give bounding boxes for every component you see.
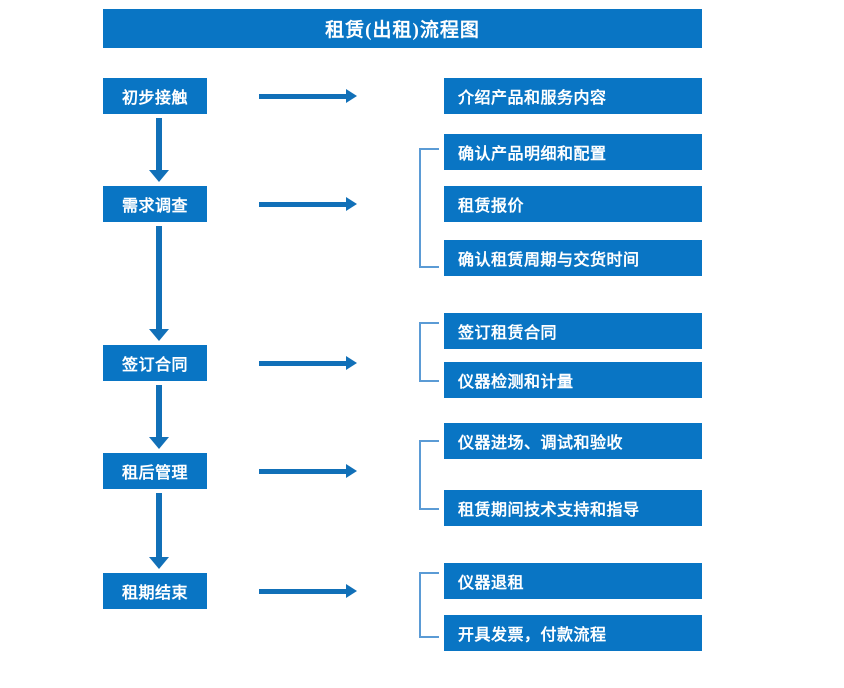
- arrow-head: [346, 584, 357, 598]
- arrow-head: [346, 89, 357, 103]
- group-bracket-4: [419, 572, 439, 638]
- arrow-head: [149, 170, 169, 182]
- detail-box-4[interactable]: 确认租赁周期与交货时间: [444, 240, 702, 276]
- arrow-shaft: [156, 385, 162, 437]
- arrow-shaft: [156, 118, 162, 170]
- branch-arrow-right-3: [259, 356, 357, 370]
- detail-box-9[interactable]: 仪器退租: [444, 563, 702, 599]
- stage-box-3[interactable]: 签订合同: [103, 345, 207, 381]
- group-bracket-2: [419, 322, 439, 382]
- arrow-head: [149, 557, 169, 569]
- detail-box-5[interactable]: 签订租赁合同: [444, 313, 702, 349]
- branch-arrow-right-4: [259, 464, 357, 478]
- detail-box-1[interactable]: 介绍产品和服务内容: [444, 78, 702, 114]
- detail-box-8[interactable]: 租赁期间技术支持和指导: [444, 490, 702, 526]
- arrow-shaft: [259, 361, 347, 366]
- arrow-shaft: [259, 469, 347, 474]
- arrow-shaft: [259, 589, 347, 594]
- branch-arrow-right-1: [259, 89, 357, 103]
- branch-arrow-right-2: [259, 197, 357, 211]
- stage-box-2[interactable]: 需求调查: [103, 186, 207, 222]
- flow-arrow-down-1: [149, 118, 169, 182]
- arrow-head: [346, 197, 357, 211]
- arrow-shaft: [259, 94, 347, 99]
- arrow-head: [149, 329, 169, 341]
- group-bracket-1: [419, 148, 439, 268]
- branch-arrow-right-5: [259, 584, 357, 598]
- page-title: 租赁(出租)流程图: [103, 9, 702, 48]
- flow-arrow-down-4: [149, 493, 169, 569]
- detail-box-6[interactable]: 仪器检测和计量: [444, 362, 702, 398]
- arrow-shaft: [156, 493, 162, 557]
- stage-box-5[interactable]: 租期结束: [103, 573, 207, 609]
- detail-box-10[interactable]: 开具发票，付款流程: [444, 615, 702, 651]
- stage-box-4[interactable]: 租后管理: [103, 453, 207, 489]
- flow-arrow-down-2: [149, 226, 169, 341]
- stage-box-1[interactable]: 初步接触: [103, 78, 207, 114]
- detail-box-3[interactable]: 租赁报价: [444, 186, 702, 222]
- arrow-head: [149, 437, 169, 449]
- detail-box-7[interactable]: 仪器进场、调试和验收: [444, 423, 702, 459]
- flow-arrow-down-3: [149, 385, 169, 449]
- group-bracket-3: [419, 440, 439, 510]
- detail-box-2[interactable]: 确认产品明细和配置: [444, 134, 702, 170]
- arrow-head: [346, 356, 357, 370]
- arrow-shaft: [156, 226, 162, 329]
- arrow-shaft: [259, 202, 347, 207]
- arrow-head: [346, 464, 357, 478]
